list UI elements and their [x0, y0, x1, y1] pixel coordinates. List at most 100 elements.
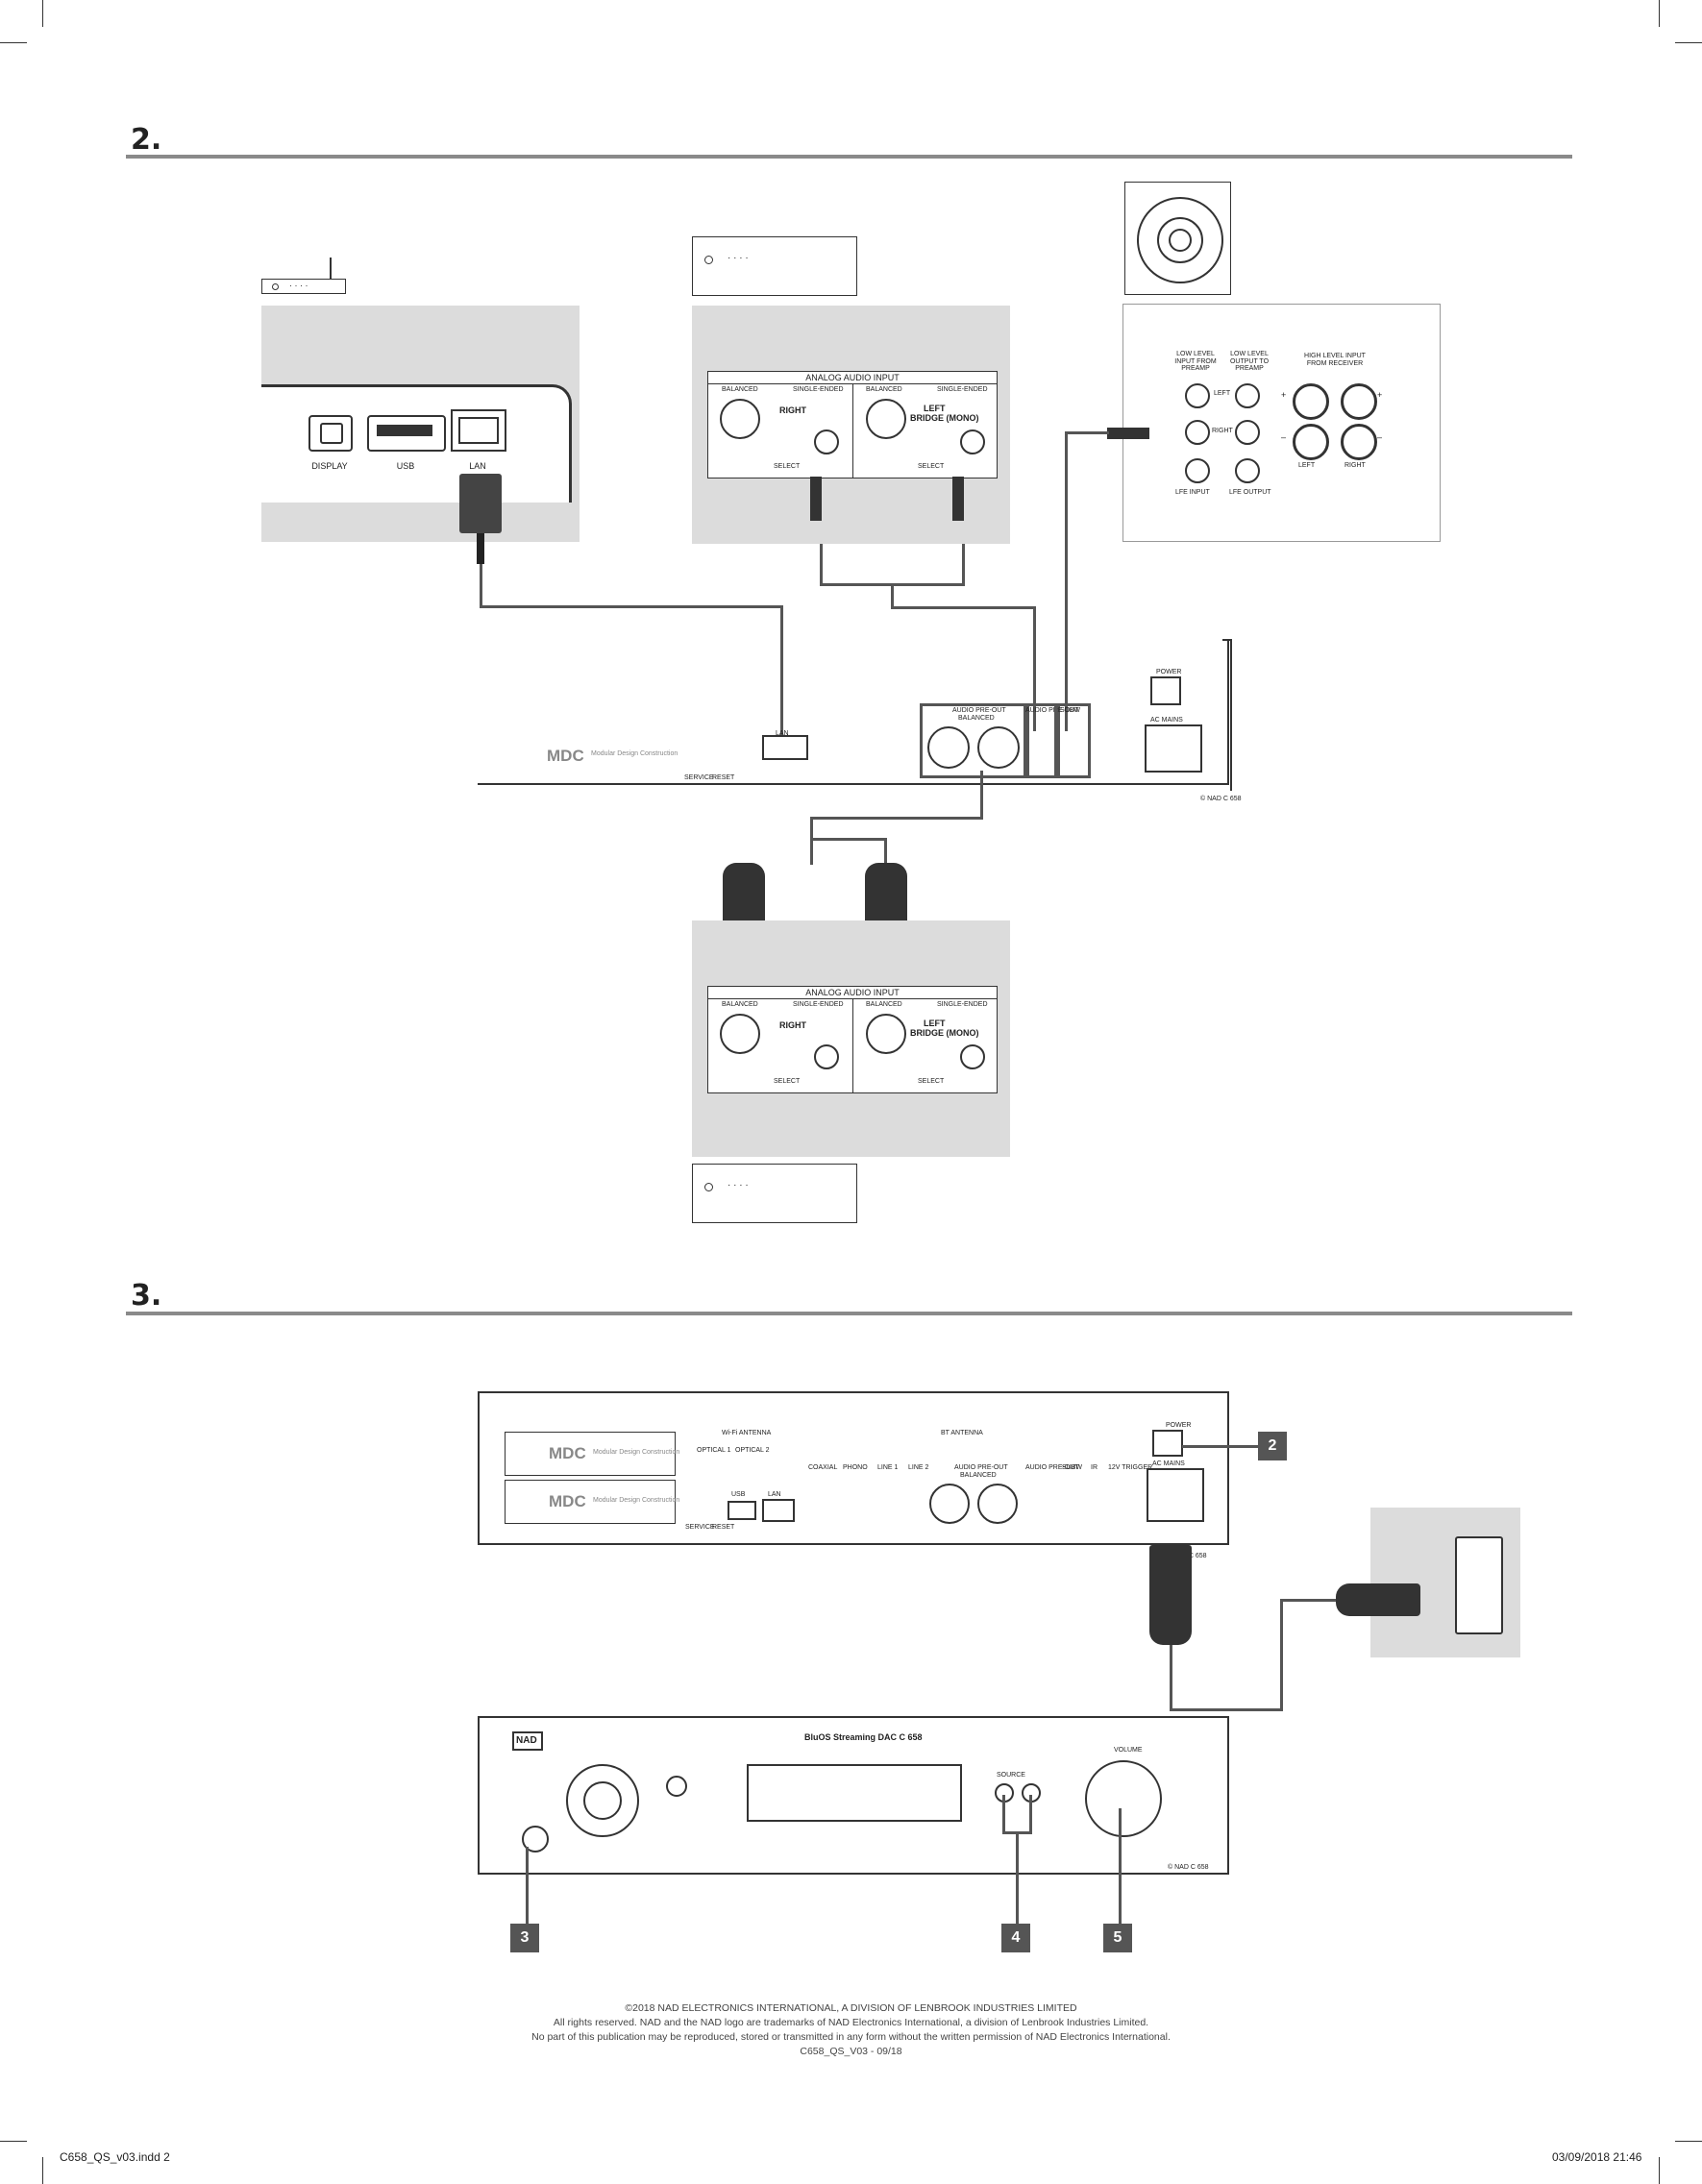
ethernet-cable [477, 533, 484, 564]
label-service: SERVICE [684, 774, 714, 781]
mdc-logo: MDC [549, 1444, 586, 1462]
label-plus: + [1377, 390, 1383, 400]
amp-dots: · · · · [728, 1180, 749, 1190]
divider [852, 998, 853, 1092]
lan-port-icon [762, 1499, 795, 1522]
rca-wire [962, 544, 965, 584]
label-right: RIGHT [779, 405, 806, 415]
rca-input-icon [960, 1044, 985, 1069]
label-power: POWER [1166, 1422, 1192, 1429]
xlr-output-icon [929, 1484, 970, 1524]
label-service: SERVICE [685, 1524, 715, 1531]
rca-jack-icon [1185, 383, 1210, 408]
label-low-out: LOW LEVEL OUTPUT TO PREAMP [1229, 351, 1270, 373]
front-panel-title: BluOS Streaming DAC C 658 [804, 1732, 923, 1742]
amp-dots: · · · · [728, 253, 749, 263]
xlr-output-icon [927, 726, 970, 769]
router-led-icon [272, 283, 279, 290]
lan-port-icon [762, 735, 808, 760]
nad-logo-text: NAD [516, 1735, 537, 1746]
footer-code: C658_QS_V03 - 09/18 [800, 2046, 902, 2057]
rca-wire [820, 544, 823, 584]
mdc-logo: MDC [547, 747, 584, 765]
rca-jack-icon [1185, 458, 1210, 483]
callout-5: 5 [1103, 1924, 1132, 1952]
port-label-usb: USB [396, 461, 415, 471]
ethernet-wire [480, 605, 782, 608]
ethernet-wire [780, 605, 783, 735]
xlr-input-icon [720, 1014, 760, 1054]
callout-leader [1016, 1831, 1019, 1927]
rca-plug-icon [952, 477, 964, 521]
crop-mark [42, 2157, 43, 2184]
analog-input-title: ANALOG AUDIO INPUT [805, 373, 900, 382]
woofer-icon [1137, 197, 1223, 283]
power-cord [1280, 1599, 1338, 1602]
xlr-wire [810, 838, 887, 841]
subwoofer-speaker [1124, 182, 1231, 295]
label-line2: LINE 2 [908, 1464, 929, 1471]
speaker-terminal-icon [1341, 424, 1377, 460]
mdc-slot [505, 1432, 676, 1476]
mdc-slot [505, 1480, 676, 1524]
label-lan: LAN [776, 730, 789, 737]
callout-4: 4 [1001, 1924, 1030, 1952]
rca-wire [891, 583, 894, 608]
slug-filename: C658_QS_v03.indd 2 [60, 2150, 170, 2164]
label-trigger: 12V TRIGGER [1108, 1464, 1153, 1471]
power-switch-icon [1150, 676, 1181, 705]
preout-rca-box [1024, 703, 1060, 778]
callout-leader [1182, 1445, 1259, 1448]
standby-led-icon [666, 1776, 687, 1797]
display-window [747, 1764, 962, 1822]
power-plug-icon [1149, 1545, 1192, 1645]
callout-leader [1029, 1795, 1032, 1833]
woofer-icon [1169, 229, 1192, 252]
crop-mark [42, 0, 43, 27]
preout-balanced-box [920, 703, 1029, 778]
label-balanced: BALANCED [960, 1472, 997, 1479]
label-subw: SUBW [1060, 707, 1080, 714]
power-button[interactable] [522, 1826, 549, 1853]
label-low-in: LOW LEVEL INPUT FROM PREAMP [1174, 351, 1217, 373]
analog-input-board: ANALOG AUDIO INPUT BALANCED SINGLE-ENDED… [707, 986, 998, 1093]
router-dots: · · · · [289, 281, 308, 290]
footer-trademarks: All rights reserved. NAD and the NAD log… [553, 2017, 1149, 2028]
label-single-ended: SINGLE-ENDED [793, 1001, 844, 1008]
speaker-terminal-icon [1293, 383, 1329, 420]
xlr-output-icon [977, 1484, 1018, 1524]
xlr-output-icon [977, 726, 1020, 769]
callout-leader [1002, 1795, 1005, 1833]
label-bt-antenna: BT ANTENNA [941, 1430, 983, 1436]
label-source: SOURCE [997, 1772, 1025, 1779]
label-select: SELECT [774, 1078, 801, 1085]
rca-jack-icon [1235, 383, 1260, 408]
port-label-display: DISPLAY [311, 461, 348, 471]
label-reset: RESET [712, 1524, 735, 1531]
display-port-icon [308, 415, 353, 452]
label-left: LEFT [924, 1018, 946, 1028]
woofer-icon [1157, 217, 1203, 263]
power-plug-icon [1336, 1583, 1420, 1616]
label-balanced: BALANCED [722, 386, 758, 393]
label-wifi-antenna: Wi-Fi ANTENNA [722, 1430, 772, 1436]
label-coax: COAXIAL [808, 1464, 838, 1471]
label-usb: USB [731, 1491, 746, 1498]
label-right: RIGHT [1212, 428, 1233, 434]
step-2-heading: 2. [131, 123, 162, 157]
rca-plug-icon [1107, 428, 1149, 439]
analog-input-panel-top: ANALOG AUDIO INPUT BALANCED SINGLE-ENDED… [692, 306, 1010, 544]
crop-mark [0, 42, 27, 43]
label-voltage: AC MAINS [1150, 717, 1183, 724]
ethernet-wire [480, 564, 482, 607]
label-hl-right: RIGHT [1344, 462, 1366, 469]
label-line1: LINE 1 [877, 1464, 899, 1471]
volume-knob[interactable] [1085, 1760, 1162, 1837]
label-right: RIGHT [779, 1020, 806, 1030]
usb-port-icon [728, 1501, 756, 1520]
wall-outlet-panel [1370, 1508, 1520, 1657]
label-bridge: BRIDGE (MONO) [910, 413, 979, 423]
label-single-ended: SINGLE-ENDED [937, 1001, 988, 1008]
footer-rights: No part of this publication may be repro… [531, 2031, 1171, 2043]
router: · · · · [261, 279, 346, 294]
